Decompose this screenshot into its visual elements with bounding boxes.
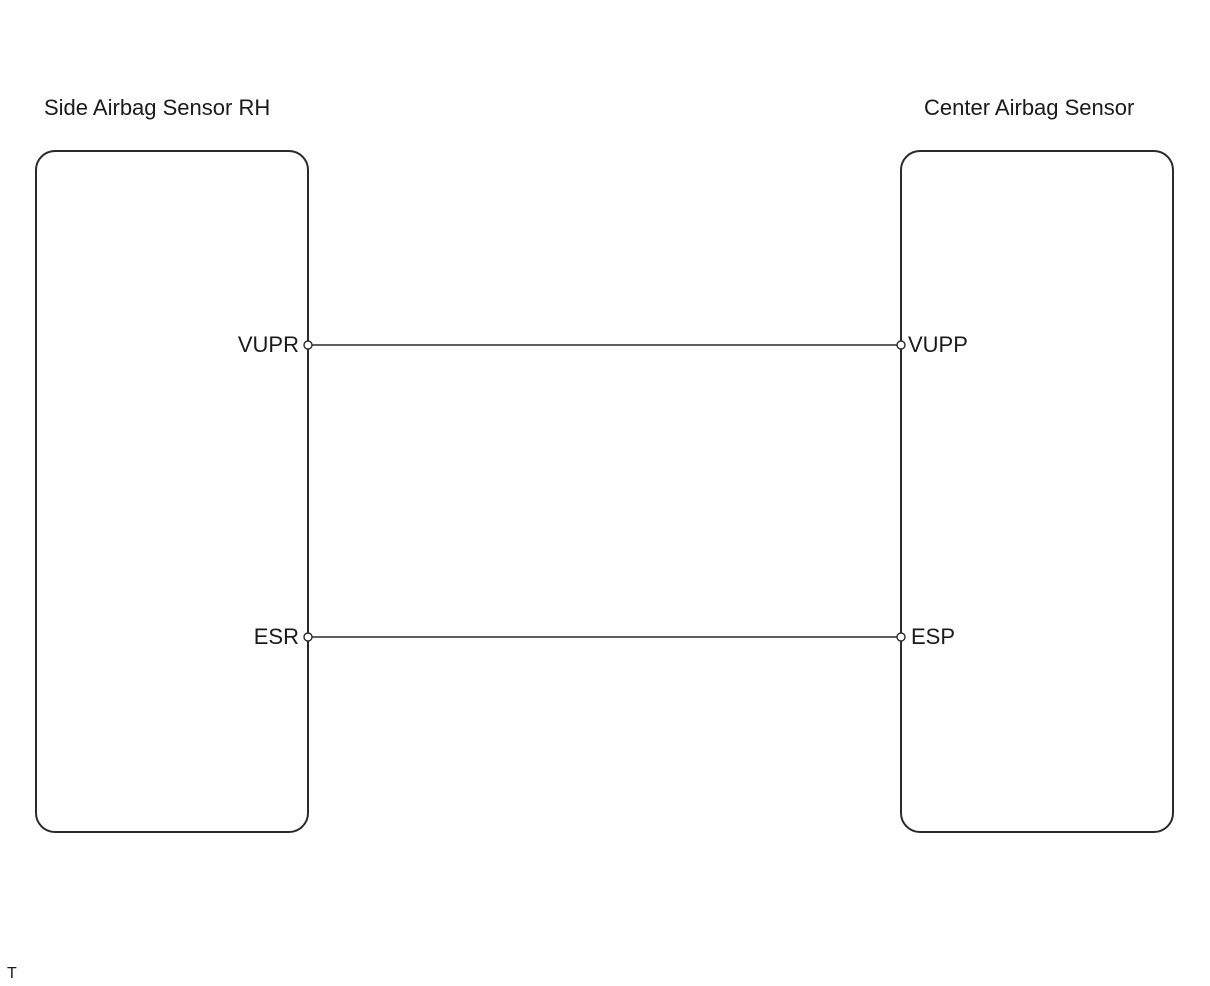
center-airbag-sensor-box (900, 150, 1174, 833)
pin-label-vupr: VUPR (237, 332, 299, 357)
side-airbag-sensor-rh-title: Side Airbag Sensor RH (44, 95, 271, 120)
footnote-marker: T (7, 965, 17, 982)
side-airbag-sensor-rh-box (35, 150, 309, 833)
pin-label-esr: ESR (253, 624, 299, 649)
pin-label-esp: ESP (911, 624, 956, 649)
center-airbag-sensor-title: Center Airbag Sensor (924, 95, 1135, 120)
pin-label-vupp: VUPP (908, 332, 968, 357)
